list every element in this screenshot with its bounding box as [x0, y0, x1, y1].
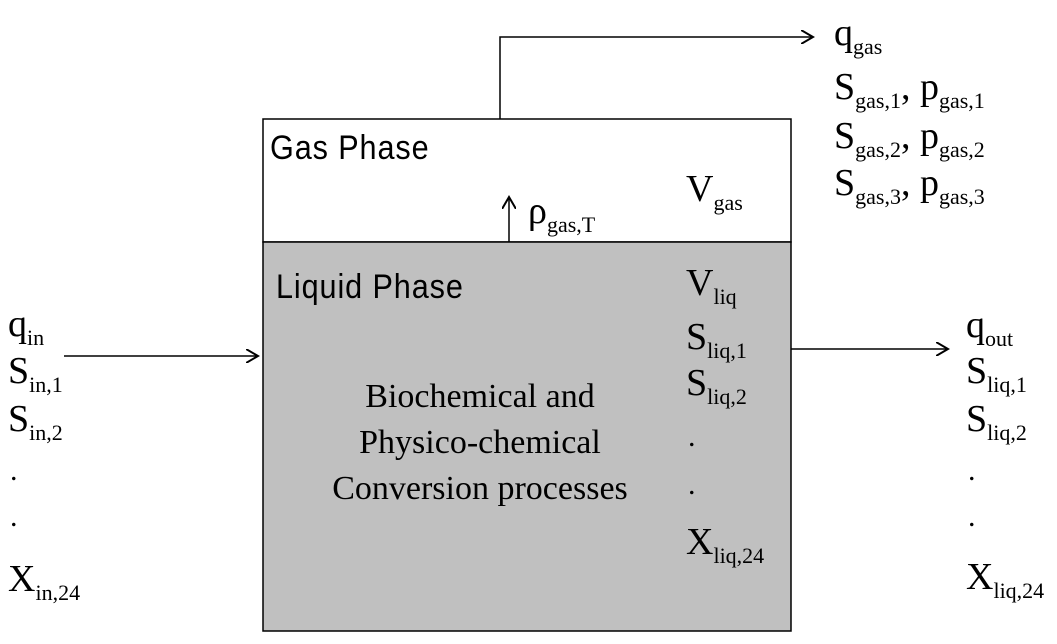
gas-transfer-symbol: ρ	[528, 190, 547, 232]
var-subscript: liq,2	[987, 420, 1027, 445]
var-subscript: gas,2	[855, 137, 901, 162]
gas-phase-box	[262, 118, 792, 243]
var-symbol: q	[966, 304, 985, 346]
var-symbol: q	[8, 303, 27, 345]
liquid-var-ellipsis: .	[688, 420, 696, 453]
output-var: Sliq,1	[966, 350, 1027, 396]
var-symbol: p	[919, 66, 939, 108]
var-subscript: liq,24	[713, 543, 765, 568]
var-symbol: S	[8, 350, 30, 392]
output-var: Sliq,2	[966, 398, 1027, 444]
input-var: Sin,1	[8, 350, 63, 396]
gas-output-q: qgas	[834, 12, 882, 58]
var-symbol: q	[834, 12, 853, 54]
output-var: Xliq,24	[966, 556, 1044, 602]
liquid-var: Sliq,1	[686, 316, 747, 362]
liquid-var: Xliq,24	[686, 521, 764, 567]
gas-output-row: Sgas,1, pgas,1	[834, 66, 985, 112]
process-line: Physico-chemical	[359, 424, 601, 461]
var-symbol: X	[686, 521, 714, 563]
gas-volume-label: Vgas	[686, 168, 743, 214]
var-symbol: V	[686, 262, 714, 304]
liquid-var: Sliq,2	[686, 362, 747, 408]
var-subscript: gas,2	[938, 137, 985, 162]
input-var: Xin,24	[8, 558, 80, 604]
gas-volume-symbol: V	[686, 168, 714, 210]
liquid-var-ellipsis: .	[688, 468, 696, 501]
input-var: Sin,2	[8, 398, 63, 444]
var-subscript: gas,3	[938, 184, 985, 209]
var-symbol: S	[834, 115, 856, 157]
input-ellipsis: .	[10, 500, 18, 533]
var-symbol: p	[919, 162, 939, 204]
var-subscript: in,1	[29, 372, 63, 397]
output-ellipsis: .	[968, 454, 976, 487]
var-subscript: gas,1	[938, 88, 985, 113]
liquid-phase-title: Liquid Phase	[276, 268, 464, 306]
gas-output-row: Sgas,3, pgas,3	[834, 162, 985, 208]
var-subscript: liq,1	[707, 338, 747, 363]
process-description: Biochemical and Physico-chemical Convers…	[300, 374, 660, 512]
gas-phase-title: Gas Phase	[270, 129, 430, 167]
gas-transfer-subscript: gas,T	[546, 212, 596, 237]
var-symbol: S	[966, 398, 988, 440]
var-subscript: gas	[853, 34, 883, 59]
var-subscript: liq	[713, 284, 737, 309]
output-ellipsis: .	[968, 500, 976, 533]
liquid-phase-box	[262, 241, 792, 632]
var-symbol: S	[834, 162, 856, 204]
var-symbol: S	[686, 316, 708, 358]
separator: ,	[900, 162, 920, 204]
var-subscript: liq,2	[707, 384, 747, 409]
var-subscript: gas,1	[855, 88, 901, 113]
gas-outflow-arrow	[499, 37, 813, 119]
output-var: qout	[966, 304, 1013, 350]
input-var: qin	[8, 303, 44, 349]
var-subscript: out	[985, 326, 1014, 351]
var-symbol: X	[8, 558, 36, 600]
var-subscript: in,24	[35, 580, 81, 605]
gas-transfer-label: ρgas,T	[528, 190, 595, 236]
process-line: Conversion processes	[332, 470, 628, 507]
liquid-var: Vliq	[686, 262, 737, 308]
var-subscript: gas,3	[855, 184, 901, 209]
var-symbol: S	[8, 398, 30, 440]
separator: ,	[900, 66, 920, 108]
var-subscript: liq,24	[993, 578, 1045, 603]
var-symbol: X	[966, 556, 994, 598]
separator: ,	[900, 115, 920, 157]
var-symbol: S	[834, 66, 856, 108]
input-ellipsis: .	[10, 454, 18, 487]
gas-volume-subscript: gas	[713, 190, 743, 215]
gas-output-row: Sgas,2, pgas,2	[834, 115, 985, 161]
var-subscript: in,2	[29, 420, 63, 445]
var-symbol: S	[686, 362, 708, 404]
var-subscript: in	[27, 325, 45, 350]
process-line: Biochemical and	[365, 378, 595, 415]
var-subscript: liq,1	[987, 372, 1027, 397]
var-symbol: p	[919, 115, 939, 157]
var-symbol: S	[966, 350, 988, 392]
